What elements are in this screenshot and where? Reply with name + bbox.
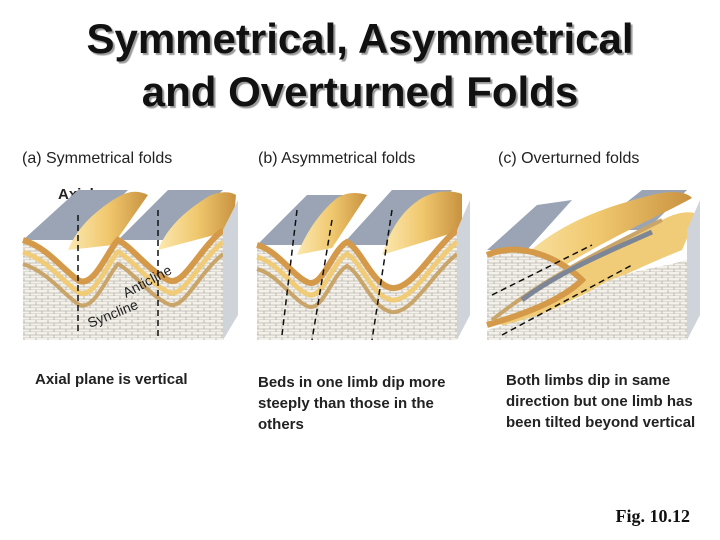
page-title-line2: and Overturned Folds <box>0 67 720 117</box>
panel-b-label: (b) Asymmetrical folds <box>258 150 415 168</box>
symmetrical-fold-block: Anticline Syncline <box>18 170 240 350</box>
panel-b-caption: Beds in one limb dip more steeply than t… <box>258 372 468 435</box>
panel-a-label: (a) Symmetrical folds <box>22 150 172 168</box>
page-title-line1: Symmetrical, Asymmetrical <box>0 14 720 64</box>
asymmetrical-fold-block <box>252 170 474 350</box>
panel-c-label: (c) Overturned folds <box>498 150 639 168</box>
figure-label: Fig. 10.12 <box>616 506 691 527</box>
panel-a-caption: Axial plane is vertical <box>35 369 235 390</box>
overturned-fold-block <box>482 170 704 350</box>
panel-c-caption: Both limbs dip in same direction but one… <box>506 370 714 433</box>
